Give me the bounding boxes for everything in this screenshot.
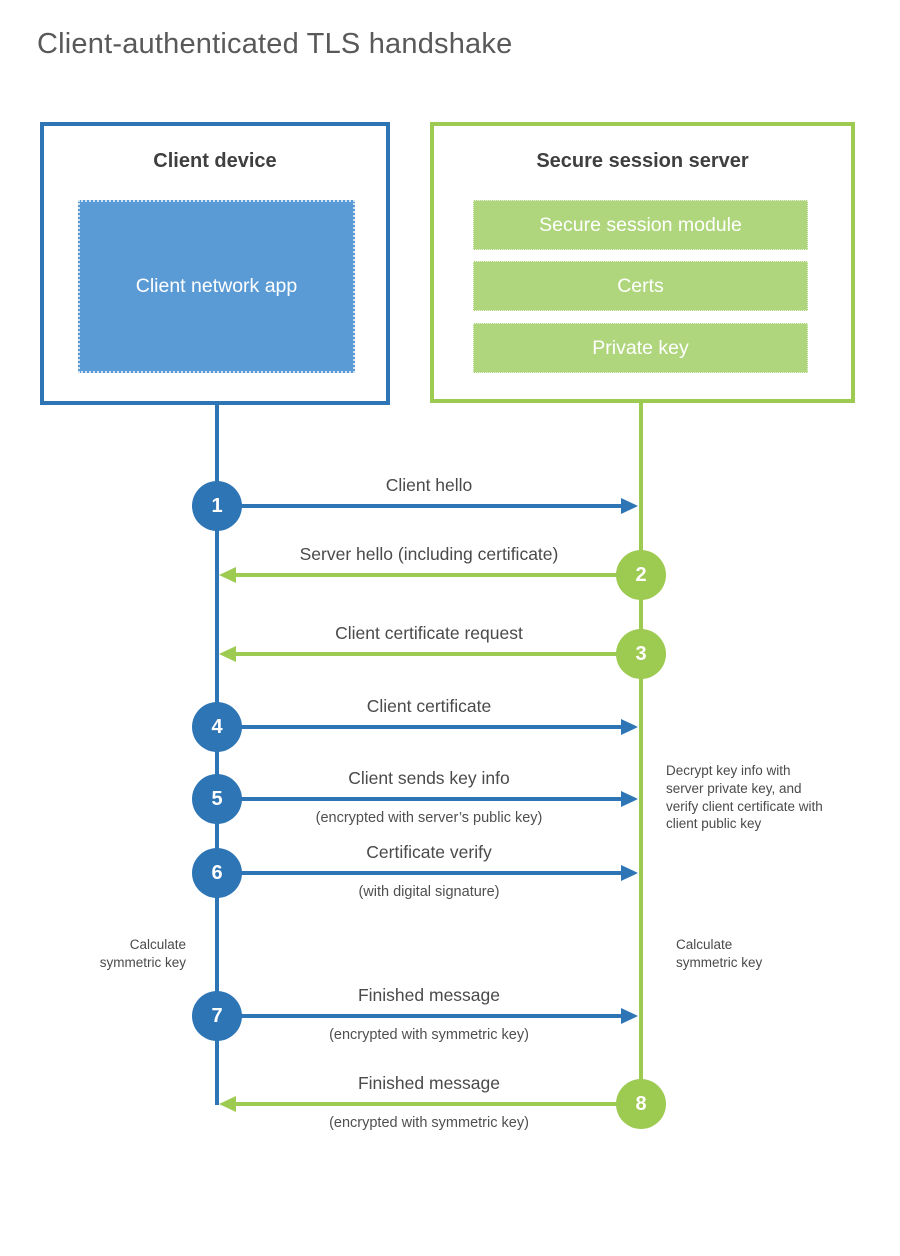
step-number: 1: [211, 494, 223, 517]
step-number: 5: [211, 787, 223, 810]
step-badge: 5: [192, 774, 242, 824]
client-lifeline: [215, 401, 219, 1105]
step-number: 2: [635, 563, 647, 586]
arrowhead-right-icon: [621, 719, 638, 735]
step-badge: 1: [192, 481, 242, 531]
step-badge: 4: [192, 702, 242, 752]
message-label: Client sends key info: [348, 768, 510, 788]
arrowhead-right-icon: [621, 791, 638, 807]
calculate-symmetric-key-left: Calculate symmetric key: [99, 937, 186, 970]
message-label: Certificate verify: [366, 842, 492, 862]
step-badge: 6: [192, 848, 242, 898]
step-number: 8: [635, 1092, 647, 1115]
message-arrow-line: [217, 797, 621, 801]
step-number: 6: [211, 861, 223, 884]
message-label: Client certificate: [366, 696, 492, 716]
arrowhead-left-icon: [219, 567, 236, 583]
server-lifeline: [639, 399, 643, 1104]
secure-session-server-title: Secure session server: [536, 150, 749, 172]
secure-session-server-box: Secure session server Secure session mod…: [430, 122, 855, 403]
client-network-app-label: Client network app: [135, 275, 298, 298]
page-title: Client-authenticated TLS handshake: [37, 28, 513, 60]
arrowhead-right-icon: [621, 1008, 638, 1024]
message-arrow-line: [234, 652, 641, 656]
client-network-app-box: Client network app: [78, 200, 355, 373]
private-key-label: Private key: [592, 336, 689, 359]
message-sublabel: (with digital signature): [358, 884, 500, 900]
arrowhead-left-icon: [219, 646, 236, 662]
message-arrow-line: [217, 504, 621, 508]
step-badge: 3: [616, 629, 666, 679]
client-device-title: Client device: [153, 150, 277, 172]
message-label: Client hello: [385, 475, 473, 495]
secure-session-module-bar: Secure session module: [473, 200, 808, 250]
private-key-bar: Private key: [473, 323, 808, 373]
message-arrow-line: [217, 725, 621, 729]
step-number: 7: [211, 1004, 223, 1027]
calculate-symmetric-key-right: Calculate symmetric key: [676, 937, 763, 970]
message-sublabel: (encrypted with server’s public key): [315, 810, 543, 826]
certs-bar: Certs: [473, 261, 808, 311]
message-label: Server hello (including certificate): [299, 544, 559, 564]
step-number: 4: [211, 715, 223, 738]
message-arrow-line: [217, 871, 621, 875]
message-arrow-line: [234, 1102, 641, 1106]
arrowhead-right-icon: [621, 498, 638, 514]
message-label: Client certificate request: [335, 623, 523, 643]
step-badge: 2: [616, 550, 666, 600]
message-sublabel: (encrypted with symmetric key): [329, 1115, 529, 1131]
decrypt-key-note: Decrypt key info with server private key…: [666, 763, 823, 832]
message-label: Finished message: [357, 985, 501, 1005]
message-arrow-line: [217, 1014, 621, 1018]
client-device-box: Client device Client network app: [40, 122, 390, 405]
step-badge: 7: [192, 991, 242, 1041]
message-sublabel: (encrypted with symmetric key): [329, 1027, 529, 1043]
message-arrow-line: [234, 573, 641, 577]
arrowhead-left-icon: [219, 1096, 236, 1112]
secure-session-module-label: Secure session module: [539, 213, 742, 236]
step-number: 3: [635, 642, 647, 665]
step-badge: 8: [616, 1079, 666, 1129]
arrowhead-right-icon: [621, 865, 638, 881]
certs-label: Certs: [617, 274, 664, 297]
message-label: Finished message: [357, 1073, 501, 1093]
